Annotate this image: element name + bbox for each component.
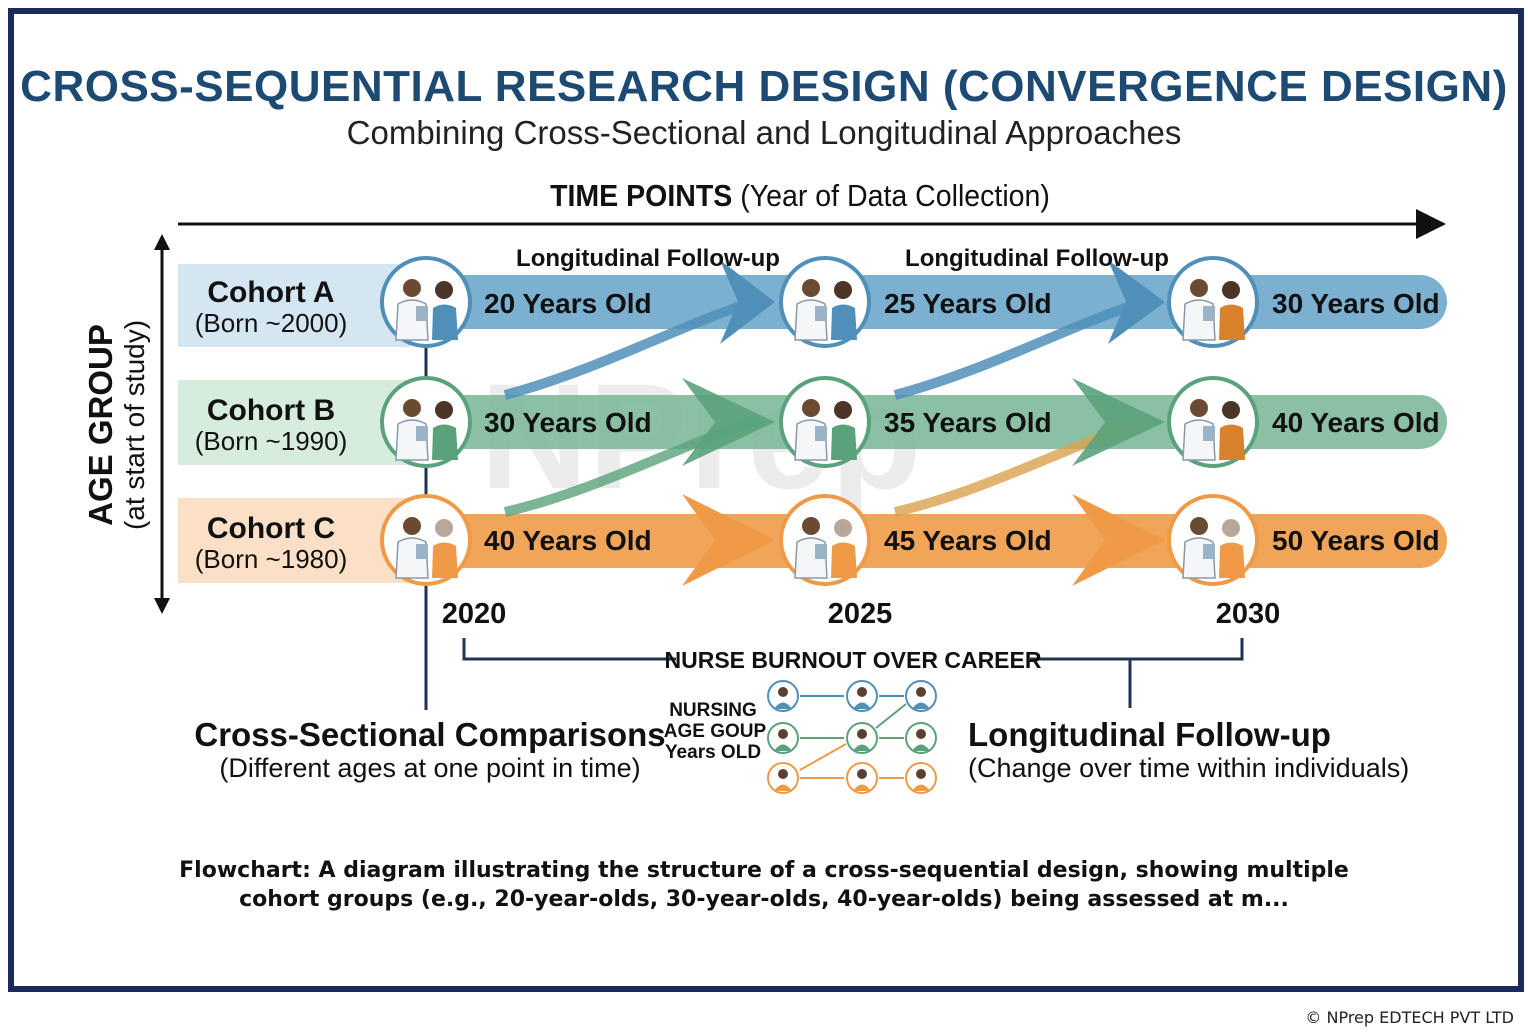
cohort-b-label-bg: [178, 380, 410, 465]
page-subtitle: Combining Cross-Sectional and Longitudin…: [346, 114, 1182, 151]
legend-arrow: [799, 743, 847, 771]
legend-person-icon: [767, 680, 799, 712]
followup-label-2: Longitudinal Follow-up: [905, 245, 1169, 272]
arrowhead-c-1: [682, 494, 775, 586]
page-title: CROSS-SEQUENTIAL RESEARCH DESIGN (CONVER…: [20, 62, 1508, 111]
legend-text-1: NURSING: [669, 700, 757, 721]
cross-sectional-title: Cross-Sectional Comparisons: [194, 716, 665, 753]
age-axis-sublabel: (at start of study): [119, 320, 150, 530]
age-b-2020: 30 Years Old: [484, 407, 652, 438]
age-b-2030: 40 Years Old: [1272, 407, 1440, 438]
age-axis-arrow-bottom: [154, 598, 170, 614]
nurse-patient-icon: [380, 376, 472, 468]
cross-sectional-desc: (Different ages at one point in time): [219, 753, 640, 783]
age-c-2020: 40 Years Old: [484, 525, 652, 556]
age-c-2030: 50 Years Old: [1272, 525, 1440, 556]
longitudinal-title: Longitudinal Follow-up: [968, 716, 1331, 753]
time-axis-label-bold: TIME POINTS: [550, 178, 733, 213]
legend-person-icon: [846, 722, 878, 754]
legend-person-icon: [905, 762, 937, 794]
year-2030: 2030: [1216, 598, 1281, 630]
cohort-b-name: Cohort B: [207, 394, 335, 427]
burnout-bracket-right: [1030, 638, 1244, 661]
legend-person-icon: [767, 722, 799, 754]
nurse-patient-icon: [1167, 376, 1259, 468]
age-axis-label-group: AGE GROUP (at start of study): [82, 320, 150, 530]
cohort-a-label-bg: [178, 264, 410, 347]
nurse-patient-icon: [779, 494, 871, 586]
arrowhead-b-1: [682, 378, 775, 466]
year-2020: 2020: [442, 598, 507, 630]
curve-arrow-b-to-a-1: [503, 295, 762, 400]
year-2025: 2025: [828, 598, 893, 630]
legend-text-3: Years OLD: [665, 742, 761, 763]
time-axis-label: TIME POINTS (Year of Data Collection): [64, 178, 1528, 214]
age-axis-label: AGE GROUP: [82, 324, 119, 526]
age-c-2025: 45 Years Old: [884, 525, 1052, 556]
copyright: © NPrep EDTECH PVT LTD: [1305, 1008, 1514, 1027]
legend-text-2: AGE GOUP: [664, 721, 767, 742]
arrowhead-c-2: [1072, 494, 1165, 586]
age-axis-arrow-top: [154, 234, 170, 250]
cohort-c-name: Cohort C: [207, 512, 335, 545]
legend-person-icon: [767, 762, 799, 794]
followup-label-1: Longitudinal Follow-up: [516, 245, 780, 272]
cohort-b-born: (Born ~1990): [195, 426, 347, 456]
cohort-c-born: (Born ~1980): [195, 544, 347, 574]
arrowhead-b-2: [1072, 378, 1165, 466]
nurse-patient-icon: [380, 494, 472, 586]
nurse-patient-icon: [779, 256, 871, 348]
age-a-2030: 30 Years Old: [1272, 288, 1440, 319]
legend-person-icon: [846, 762, 878, 794]
figure-caption: Flowchart: A diagram illustrating the st…: [179, 858, 1349, 912]
legend-person-icon: [905, 722, 937, 754]
arrowhead-a-2: [1108, 260, 1165, 344]
age-b-2025: 35 Years Old: [884, 407, 1052, 438]
nurse-patient-icon: [1167, 256, 1259, 348]
burnout-bracket-left: [462, 638, 676, 661]
cohort-c-label-bg: [178, 498, 410, 583]
age-a-2025: 25 Years Old: [884, 288, 1052, 319]
legend-arrow: [875, 703, 907, 729]
age-a-2020: 20 Years Old: [484, 288, 652, 319]
cohort-a-name: Cohort A: [207, 276, 334, 309]
burnout-label: NURSE BURNOUT OVER CAREER: [665, 647, 1042, 673]
cohort-a-born: (Born ~2000): [195, 308, 347, 338]
legend-person-icon: [905, 680, 937, 712]
curve-arrow-b-to-a-2: [893, 295, 1152, 400]
arrowhead-a-1: [720, 260, 775, 344]
nurse-patient-icon: [380, 256, 472, 348]
nurse-patient-icon: [1167, 494, 1259, 586]
longitudinal-desc: (Change over time within individuals): [968, 753, 1409, 783]
time-axis-label-rest: (Year of Data Collection): [740, 178, 1050, 213]
nurse-patient-icon: [779, 376, 871, 468]
legend-person-icon: [846, 680, 878, 712]
